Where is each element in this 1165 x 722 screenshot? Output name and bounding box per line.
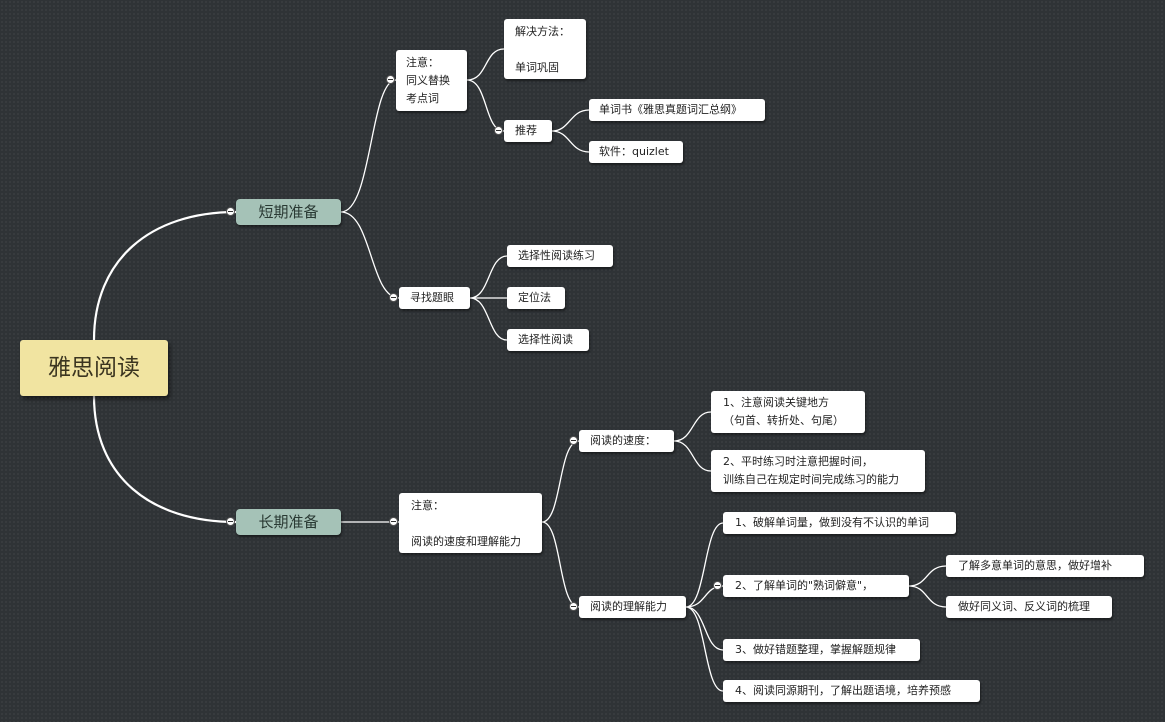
connector-item2-sub2 <box>908 585 947 608</box>
recommend-node[interactable]: 推荐 <box>504 120 552 142</box>
long-notice-line-2 <box>411 515 530 533</box>
software-label: 软件：quizlet <box>599 145 669 158</box>
branch-short-term-label: 短期准备 <box>258 203 319 221</box>
connector-speed-item1 <box>673 411 712 442</box>
connector-notice-solution <box>466 48 505 81</box>
short-notice-line-1: 注意： <box>406 56 439 69</box>
comprehension-sub-2-label: 做好同义词、反义词的梳理 <box>958 600 1090 613</box>
speed-node[interactable]: 阅读的速度： <box>579 430 674 452</box>
comprehension-item-1-node[interactable]: 1、破解单词量，做到没有不认识的单词 <box>723 512 956 534</box>
connector-short-notice <box>340 79 397 213</box>
speed-item-2-line-2: 训练自己在规定时间完成练习的能力 <box>723 473 899 486</box>
root-node[interactable]: 雅思阅读 <box>20 340 168 396</box>
comprehension-item-2-label: 2、了解单词的"熟词僻意"， <box>735 579 874 592</box>
comprehension-label: 阅读的理解能力 <box>590 600 667 613</box>
connector-recommend-book <box>551 109 590 132</box>
connector-notice-comprehension <box>541 521 580 608</box>
comprehension-sub-1-label: 了解多意单词的意思，做好增补 <box>958 559 1112 572</box>
connector-short-find <box>340 211 400 299</box>
short-notice-line-2: 同义替换 <box>406 74 450 87</box>
solution-line-3: 单词巩固 <box>515 61 559 74</box>
branch-short-term[interactable]: 短期准备 <box>236 199 341 225</box>
practice-label: 选择性阅读练习 <box>518 249 595 262</box>
solution-line-1: 解决方法： <box>515 25 570 38</box>
root-label: 雅思阅读 <box>48 355 140 381</box>
connector-speed-item2 <box>673 440 712 472</box>
branch-long-term[interactable]: 长期准备 <box>236 509 341 535</box>
short-notice-line-3: 考点词 <box>406 92 439 105</box>
connector-item2-sub1 <box>908 565 947 587</box>
collapse-toggle-long-notice[interactable] <box>389 517 398 526</box>
connector-notice-recommend <box>466 79 505 132</box>
find-keywords-label: 寻找题眼 <box>410 291 454 304</box>
branch-long-term-label: 长期准备 <box>258 513 319 531</box>
collapse-toggle-comprehension[interactable] <box>569 602 578 611</box>
comprehension-item-2-node[interactable]: 2、了解单词的"熟词僻意"， <box>723 575 909 597</box>
speed-item-2-line-1: 2、平时练习时注意把握时间， <box>723 455 873 468</box>
locate-node[interactable]: 定位法 <box>507 287 565 309</box>
speed-item-2-node[interactable]: 2、平时练习时注意把握时间， 训练自己在规定时间完成练习的能力 <box>711 450 925 492</box>
collapse-toggle-short-term[interactable] <box>226 207 235 216</box>
long-notice-node[interactable]: 注意： 阅读的速度和理解能力 <box>399 493 542 553</box>
speed-item-1-line-2: （句首、转折处、句尾） <box>723 414 844 427</box>
comprehension-item-3-node[interactable]: 3、做好错题整理，掌握解题规律 <box>723 639 920 661</box>
comprehension-item-4-node[interactable]: 4、阅读同源期刊，了解出题语境，培养预感 <box>723 680 980 702</box>
book-label: 单词书《雅思真题词汇总纲》 <box>599 103 742 116</box>
connector-comp-item1 <box>685 522 724 608</box>
book-node[interactable]: 单词书《雅思真题词汇总纲》 <box>589 99 765 121</box>
software-node[interactable]: 软件：quizlet <box>589 141 683 163</box>
comprehension-item-1-label: 1、破解单词量，做到没有不认识的单词 <box>735 516 929 529</box>
connector-comp-item4 <box>685 606 724 692</box>
long-notice-line-3: 阅读的速度和理解能力 <box>411 535 521 548</box>
long-notice-line-1: 注意： <box>411 499 444 512</box>
connector-root-short <box>92 210 237 341</box>
selective-reading-node[interactable]: 选择性阅读 <box>507 329 589 351</box>
find-keywords-node[interactable]: 寻找题眼 <box>399 287 470 309</box>
speed-item-1-node[interactable]: 1、注意阅读关键地方 （句首、转折处、句尾） <box>711 391 865 433</box>
collapse-toggle-short-notice[interactable] <box>386 75 395 84</box>
comprehension-sub-2-node[interactable]: 做好同义词、反义词的梳理 <box>946 596 1112 618</box>
collapse-toggle-comprehension-item-2[interactable] <box>713 581 722 590</box>
connector-find-practice <box>469 255 508 299</box>
locate-label: 定位法 <box>518 291 551 304</box>
solution-node[interactable]: 解决方法： 单词巩固 <box>504 19 586 79</box>
connector-root-long <box>92 395 237 524</box>
recommend-label: 推荐 <box>515 124 537 137</box>
collapse-toggle-find-keywords[interactable] <box>389 293 398 302</box>
solution-line-2 <box>515 41 575 59</box>
connector-comp-item3 <box>685 606 724 651</box>
comprehension-node[interactable]: 阅读的理解能力 <box>579 596 686 618</box>
practice-node[interactable]: 选择性阅读练习 <box>507 245 613 267</box>
speed-item-1-line-1: 1、注意阅读关键地方 <box>723 396 829 409</box>
connector-recommend-software <box>551 130 590 153</box>
connector-find-selective <box>469 297 508 341</box>
collapse-toggle-speed[interactable] <box>569 436 578 445</box>
speed-label: 阅读的速度： <box>590 434 656 447</box>
selective-reading-label: 选择性阅读 <box>518 333 573 346</box>
comprehension-sub-1-node[interactable]: 了解多意单词的意思，做好增补 <box>946 555 1144 577</box>
comprehension-item-3-label: 3、做好错题整理，掌握解题规律 <box>735 643 896 656</box>
short-notice-node[interactable]: 注意： 同义替换 考点词 <box>396 50 467 111</box>
collapse-toggle-recommend[interactable] <box>494 126 503 135</box>
comprehension-item-4-label: 4、阅读同源期刊，了解出题语境，培养预感 <box>735 684 951 697</box>
collapse-toggle-long-term[interactable] <box>226 517 235 526</box>
connector-notice-speed <box>541 440 580 523</box>
